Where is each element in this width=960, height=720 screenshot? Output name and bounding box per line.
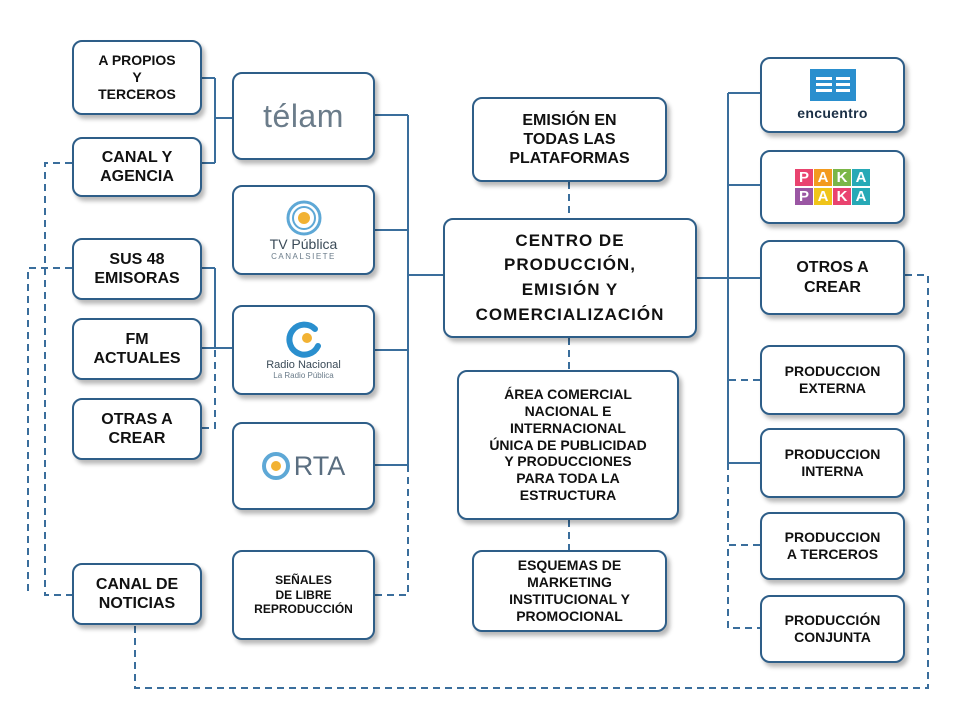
a-propios-y-terceros-box: A PROPIOS Y TERCEROS [72, 40, 202, 115]
pakapaka-logo-box: P A K A P A K A [760, 150, 905, 224]
encuentro-icon [809, 69, 856, 101]
tv-publica-logo-box: TV Pública CANALSIETE [232, 185, 375, 275]
produccion-interna-label: PRODUCCION INTERNA [784, 446, 881, 479]
otros-a-crear-label: OTROS A CREAR [796, 259, 869, 296]
canal-de-noticias-box: CANAL DE NOTICIAS [72, 563, 202, 625]
centro-produccion-label: CENTRO DE PRODUCCIÓN, EMISIÓN Y COMERCIA… [475, 230, 665, 324]
esquemas-marketing-box: ESQUEMAS DE MARKETING INSTITUCIONAL Y PR… [472, 550, 667, 632]
otras-a-crear-box: OTRAS A CREAR [72, 398, 202, 460]
pakapaka-row-1: P A K A [795, 169, 870, 186]
produccion-externa-box: PRODUCCION EXTERNA [760, 345, 905, 415]
pakapaka-letter: A [814, 188, 832, 205]
rta-logo-box: RTA [232, 422, 375, 510]
telam-logo-box: télam [232, 72, 375, 160]
pakapaka-letter: A [852, 188, 870, 205]
centro-produccion-box: CENTRO DE PRODUCCIÓN, EMISIÓN Y COMERCIA… [443, 218, 697, 338]
canal-y-agencia-box: CANAL Y AGENCIA [72, 137, 202, 197]
esquemas-marketing-label: ESQUEMAS DE MARKETING INSTITUCIONAL Y PR… [509, 557, 630, 624]
rta-sun-icon [261, 452, 290, 480]
radio-nacional-subtitle: La Radio Pública [273, 370, 334, 380]
pakapaka-letter: A [852, 169, 870, 186]
pakapaka-letter: K [833, 188, 851, 205]
produccion-externa-label: PRODUCCION EXTERNA [784, 363, 881, 396]
senales-libre-reproduccion-box: SEÑALES DE LIBRE REPRODUCCIÓN [232, 550, 375, 640]
encuentro-logo-box: encuentro [760, 57, 905, 133]
area-comercial-box: ÁREA COMERCIAL NACIONAL E INTERNACIONAL … [457, 370, 679, 520]
otras-a-crear-label: OTRAS A CREAR [101, 410, 173, 447]
radio-nacional-wordmark: Radio Nacional [266, 358, 341, 371]
tv-publica-subtitle: CANALSIETE [271, 251, 336, 261]
produccion-conjunta-label: PRODUCCIÓN CONJUNTA [784, 612, 881, 645]
sus-48-emisoras-box: SUS 48 EMISORAS [72, 238, 202, 300]
area-comercial-label: ÁREA COMERCIAL NACIONAL E INTERNACIONAL … [489, 386, 647, 503]
emision-plataformas-box: EMISIÓN EN TODAS LAS PLATAFORMAS [472, 97, 667, 182]
pakapaka-row-2: P A K A [795, 188, 870, 205]
pakapaka-letter: K [833, 169, 851, 186]
radio-nacional-logo-box: Radio Nacional La Radio Pública [232, 305, 375, 395]
argentina-sun-icon [286, 200, 321, 235]
radio-nacional-icon [285, 321, 321, 358]
produccion-conjunta-box: PRODUCCIÓN CONJUNTA [760, 595, 905, 663]
rta-wordmark: RTA [293, 450, 346, 481]
otros-a-crear-box: OTROS A CREAR [760, 240, 905, 315]
telam-logo: télam [263, 97, 344, 134]
sus-48-emisoras-label: SUS 48 EMISORAS [94, 250, 180, 287]
canal-de-noticias-label: CANAL DE NOTICIAS [95, 575, 179, 612]
pakapaka-letter: P [795, 169, 813, 186]
fm-actuales-label: FM ACTUALES [93, 330, 181, 367]
pakapaka-letter: P [795, 188, 813, 205]
emision-plataformas-label: EMISIÓN EN TODAS LAS PLATAFORMAS [509, 111, 630, 168]
tv-publica-wordmark: TV Pública [269, 235, 338, 252]
encuentro-wordmark: encuentro [797, 105, 868, 121]
produccion-terceros-label: PRODUCCION A TERCEROS [784, 529, 881, 562]
canal-y-agencia-label: CANAL Y AGENCIA [100, 148, 174, 185]
a-propios-y-terceros-label: A PROPIOS Y TERCEROS [98, 52, 176, 102]
fm-actuales-box: FM ACTUALES [72, 318, 202, 380]
senales-libre-reproduccion-label: SEÑALES DE LIBRE REPRODUCCIÓN [254, 573, 353, 617]
pakapaka-letter: A [814, 169, 832, 186]
produccion-interna-box: PRODUCCION INTERNA [760, 428, 905, 498]
produccion-terceros-box: PRODUCCION A TERCEROS [760, 512, 905, 580]
